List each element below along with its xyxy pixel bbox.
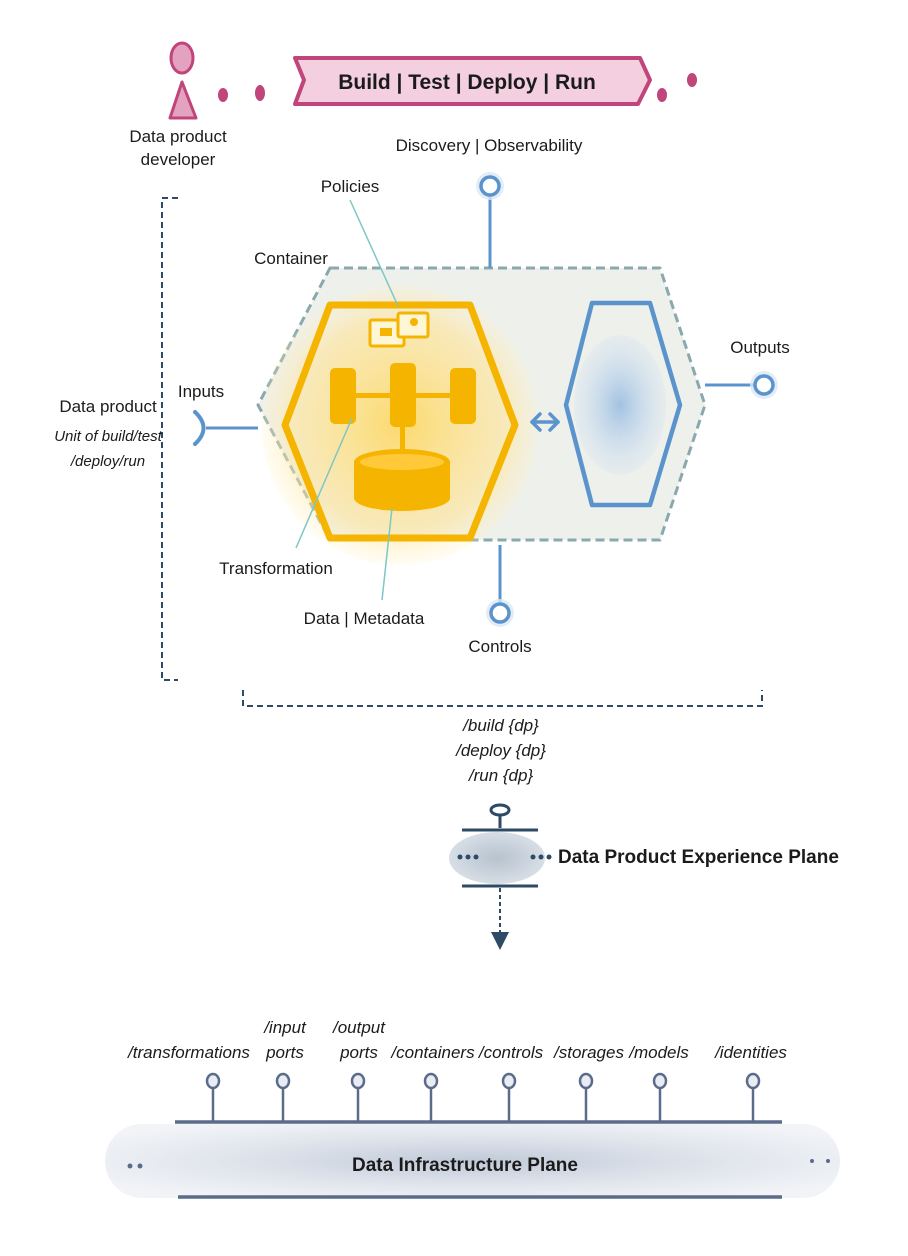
- data-product-subtitle-line1: Unit of build/test: [54, 428, 162, 445]
- service-label-line1: /models: [628, 1043, 689, 1062]
- experience-plane-label: Data Product Experience Plane: [558, 847, 839, 868]
- developer-label-line1: Data product: [129, 127, 227, 146]
- data-metadata-label: Data | Metadata: [304, 609, 425, 628]
- transformation-icon: [330, 363, 476, 451]
- lifecycle-banner: Build | Test | Deploy | Run: [293, 56, 652, 106]
- service-label-line1: /controls: [478, 1043, 544, 1062]
- data-storage-icon: [354, 449, 450, 511]
- infrastructure-plane-label: Data Infrastructure Plane: [352, 1155, 578, 1176]
- service-label-line2: ports: [339, 1043, 378, 1062]
- outputs-port: [705, 371, 778, 399]
- api-deploy: /deploy {dp}: [455, 741, 546, 760]
- service-port: /models: [628, 1043, 689, 1121]
- developer-icon: [168, 41, 198, 120]
- policies-pointer: [349, 199, 399, 307]
- service-node-icon: [350, 1072, 366, 1090]
- inputs-label: Inputs: [178, 382, 224, 401]
- sidecar-hexagon: [563, 300, 683, 508]
- service-node-icon: [423, 1072, 439, 1090]
- data-metadata-pointer: [381, 507, 393, 601]
- discovery-label: Discovery | Observability: [396, 136, 583, 155]
- infrastructure-plane: [105, 1120, 840, 1199]
- banner-label: Build | Test | Deploy | Run: [338, 71, 596, 94]
- service-node-icon: [745, 1072, 761, 1090]
- container-label: Container: [254, 249, 328, 268]
- api-bracket: [242, 690, 763, 707]
- controls-port: [486, 545, 514, 627]
- data-product-bracket: [161, 197, 178, 681]
- discovery-port: [476, 172, 504, 268]
- service-port: /output ports: [332, 1018, 386, 1121]
- policies-icon: [368, 311, 430, 348]
- policies-label: Policies: [321, 177, 380, 196]
- api-run: /run {dp}: [468, 766, 534, 785]
- service-node-icon: [275, 1072, 291, 1090]
- service-node-icon: [501, 1072, 517, 1090]
- service-label-line1: /transformations: [127, 1043, 250, 1062]
- service-label-line1: /storages: [553, 1043, 624, 1062]
- service-label-line1: /containers: [390, 1043, 475, 1062]
- api-build: /build {dp}: [462, 716, 539, 735]
- two-way-arrow-icon: [530, 412, 560, 432]
- down-arrow-icon: [491, 888, 509, 950]
- developer-label-line2: developer: [141, 150, 216, 169]
- service-label-line1: /input: [263, 1018, 307, 1037]
- service-label-line2: ports: [265, 1043, 304, 1062]
- transformation-label: Transformation: [219, 559, 333, 578]
- service-node-icon: [578, 1072, 594, 1090]
- transformation-pointer: [295, 417, 353, 549]
- dotted-connector-right: [657, 73, 697, 102]
- service-port: /transformations: [127, 1043, 250, 1121]
- service-port: /controls: [478, 1043, 544, 1121]
- service-port: /containers: [390, 1043, 475, 1121]
- experience-plane-icon: [449, 803, 552, 888]
- service-port: /identities: [714, 1043, 787, 1121]
- service-node-icon: [205, 1072, 221, 1090]
- dotted-connector-left: [218, 85, 265, 102]
- service-port: /storages: [553, 1043, 624, 1121]
- data-product-subtitle-line2: /deploy/run: [70, 453, 145, 470]
- data-product-title: Data product: [59, 397, 157, 416]
- infrastructure-services: /transformations/inputports/outputports/…: [127, 1018, 787, 1121]
- service-node-icon: [652, 1072, 668, 1090]
- inputs-port: [193, 410, 258, 446]
- outputs-label: Outputs: [730, 338, 790, 357]
- service-label-line1: /identities: [714, 1043, 787, 1062]
- service-label-line1: /output: [332, 1018, 386, 1037]
- controls-label: Controls: [468, 637, 531, 656]
- service-port: /input ports: [263, 1018, 307, 1121]
